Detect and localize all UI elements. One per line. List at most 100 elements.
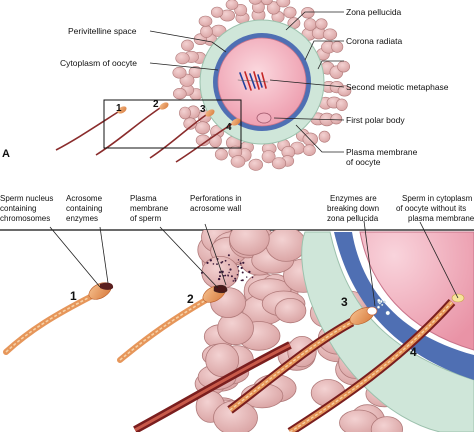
sperm-1-tail-core: [5, 295, 93, 353]
corona-cell-zoom: [274, 297, 307, 324]
corona-cell: [200, 25, 213, 38]
perforation-dot: [228, 271, 230, 274]
corona-cell: [195, 121, 211, 135]
label-enzymes-l2: breaking down: [327, 204, 379, 213]
label-perforations-l2: acrosome wall: [190, 204, 241, 213]
perforation-dot: [229, 268, 232, 271]
label-plasma-membrane-sperm-l3: of sperm: [130, 214, 161, 223]
corona-cell: [211, 6, 224, 18]
corona-cell: [181, 39, 194, 52]
sperm-2-tail: [117, 297, 209, 363]
panel-b: Sperm nucleus containing chromosomes Acr…: [0, 194, 474, 432]
perforation-dot: [230, 275, 233, 278]
corona-cell: [175, 52, 190, 65]
label-sperm-cyto-l2: of oocyte without its: [396, 204, 466, 213]
perforation-dot: [224, 259, 227, 262]
corona-cell-zoom: [370, 416, 403, 432]
perforation-dot: [209, 259, 212, 262]
perforation-dot: [212, 263, 215, 265]
corona-cell: [271, 157, 287, 170]
perforation-dot: [238, 270, 240, 272]
perivitelline-space-zoom: [334, 232, 474, 380]
perforation-dot: [218, 271, 222, 274]
corona-cell: [331, 41, 344, 53]
small-sperm-4-head: [231, 118, 241, 126]
panel-a-letter: A: [2, 148, 10, 160]
label-acrosome: Acrosome containing enzymes: [66, 194, 105, 223]
sperm-3: [227, 306, 378, 414]
enzyme-vesicles: [376, 298, 391, 316]
corona-cell: [301, 7, 315, 19]
corona-cell: [276, 0, 291, 8]
perforation-dot: [246, 276, 248, 278]
perforation-dot: [227, 254, 230, 257]
small-sperm-4-tail: [175, 123, 233, 163]
perforation-dot: [234, 277, 237, 280]
perforation-vesicles: [200, 254, 254, 282]
perforation-dot: [241, 279, 244, 282]
label-perivitelline-space: Perivitelline space: [68, 26, 137, 36]
label-first-polar-body: First polar body: [346, 115, 405, 125]
sperm-2-tail-core: [119, 299, 207, 361]
enzyme-dot: [377, 298, 381, 303]
corona-cell: [337, 60, 350, 73]
label-sperm-nucleus-l3: chromosomes: [0, 214, 50, 223]
corona-cell: [172, 66, 187, 79]
perforation-dot: [241, 271, 244, 274]
zoom-inset-box: [103, 99, 242, 149]
perforation-dot: [216, 263, 218, 265]
small-sperm-2-tail: [95, 107, 161, 156]
corona-cell: [315, 18, 328, 30]
perforation-dot: [200, 271, 203, 274]
perforation-dot: [248, 270, 251, 274]
corona-cell: [322, 28, 338, 41]
corona-cell: [225, 0, 239, 10]
corona-cell: [183, 117, 197, 130]
label-plasma-membrane-of-sperm: Plasma membrane of sperm: [130, 194, 170, 223]
label-plasma-membrane-sperm-l2: membrane: [130, 204, 169, 213]
label-perforations: Perforations in acrosome wall: [190, 194, 244, 213]
label-perforations-l1: Perforations in: [190, 194, 242, 203]
panel-a-number-1: 1: [116, 103, 122, 114]
background-sperm-tail-inner: [134, 343, 291, 432]
perforation-dot: [240, 266, 243, 270]
label-sperm-nucleus-l2: containing: [0, 204, 36, 213]
corona-cell: [248, 158, 264, 171]
corona-cell-zoom: [205, 343, 240, 378]
label-cytoplasm-of-oocyte: Cytoplasm of oocyte: [60, 58, 137, 68]
corona-cell: [230, 155, 246, 168]
label-corona-radiata: Corona radiata: [346, 36, 403, 46]
label-sperm-in-cytoplasm: Sperm in cytoplasm of oocyte without its…: [396, 194, 474, 223]
small-sperm-1-tail: [55, 111, 119, 151]
label-acrosome-l3: enzymes: [66, 214, 98, 223]
corona-cell: [330, 113, 343, 125]
enzyme-dot: [385, 310, 391, 316]
sperm-3-tail-core: [229, 321, 353, 411]
panel-a-number-2: 2: [153, 99, 159, 110]
corona-cell: [179, 106, 191, 120]
corona-cell: [261, 150, 276, 164]
sperm-4: [287, 293, 465, 432]
sperm-2: [117, 284, 228, 363]
metaphase-chromosomes: [237, 71, 269, 91]
corona-cell: [335, 98, 348, 112]
corona-cell: [318, 130, 331, 143]
corona-cell: [208, 134, 222, 148]
panel-b-number-4: 4: [410, 345, 417, 359]
label-enzymes: Enzymes are breaking down zona pellucida: [327, 194, 381, 223]
perforation-dot: [217, 277, 221, 281]
perforation-dot: [206, 261, 209, 264]
label-second-meiotic-metaphase: Second meiotic metaphase: [346, 82, 449, 92]
corona-cell-zoom: [265, 230, 307, 262]
panel-b-number-3: 3: [341, 295, 348, 309]
sperm-4-tail-core: [289, 301, 453, 432]
perforation-dot: [237, 259, 240, 261]
perforation-dot: [234, 279, 237, 282]
small-sperm-3-tail: [149, 114, 207, 159]
corona-cell: [260, 0, 273, 6]
label-zona-pellucida: Zona pellucida: [346, 7, 402, 17]
label-acrosome-l1: Acrosome: [66, 194, 103, 203]
panel-b-number-2: 2: [187, 292, 194, 306]
label-plasma-membrane-sperm-l1: Plasma: [130, 194, 157, 203]
perforation-dot: [236, 273, 239, 276]
